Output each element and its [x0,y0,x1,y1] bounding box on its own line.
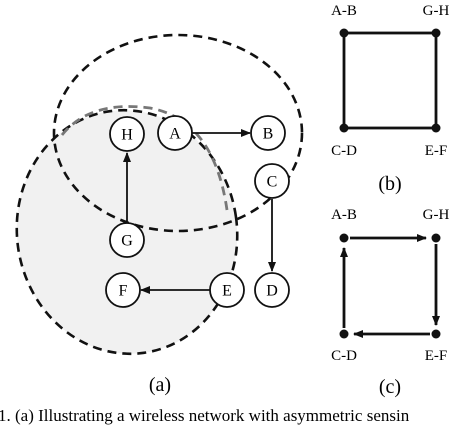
panel-c-vertex-c-d [339,329,349,339]
panel-b-vertex-a-b [339,28,349,38]
panel-c-vertex-e-f [431,329,441,339]
panel-b-corner-g-h: G-H [423,3,450,19]
panel-c-corner-c-d: C-D [331,348,357,364]
node-e-label: E [222,283,232,300]
sensing-region-lower [15,108,239,356]
panel-b-vertex-c-d [339,123,349,133]
panel-c: A-B G-H E-F C-D (c) [331,207,449,398]
node-a: A [157,115,193,151]
panel-b-vertex-g-h [431,28,441,38]
panel-b-corner-e-f: E-F [425,143,448,159]
node-f: F [105,272,141,308]
panel-b-label: (b) [378,173,401,195]
panel-b-corner-a-b: A-B [331,3,357,19]
panel-c-corner-a-b: A-B [331,207,357,223]
node-d: D [254,272,290,308]
panel-c-corner-g-h: G-H [423,207,450,223]
node-b-label: B [263,126,274,143]
node-a-label: A [169,126,181,143]
panel-b: A-B G-H E-F C-D (b) [331,3,449,195]
node-d-label: D [266,283,278,300]
panel-b-vertex-e-f [431,123,441,133]
node-h: H [109,116,145,152]
node-e: E [209,272,245,308]
panel-a: H A B C G F E D (a) [15,33,304,396]
node-b: B [250,115,286,151]
panel-b-square [342,31,438,130]
node-c: C [254,163,290,199]
panel-c-corner-e-f: E-F [425,348,448,364]
panel-c-vertex-g-h [431,233,441,243]
panel-c-vertex-a-b [339,233,349,243]
panel-c-label: (c) [379,376,401,398]
node-c-label: C [267,174,278,191]
panel-b-corner-c-d: C-D [331,143,357,159]
node-g-label: G [121,233,133,250]
sensing-overlap-arc [60,105,229,211]
node-g: G [109,222,145,258]
node-h-label: H [121,127,133,144]
panel-a-label: (a) [149,374,171,396]
sensing-region-upper [52,33,304,233]
node-f-label: F [119,283,128,300]
figure-caption: 1. (a) Illustrating a wireless network w… [0,406,410,425]
